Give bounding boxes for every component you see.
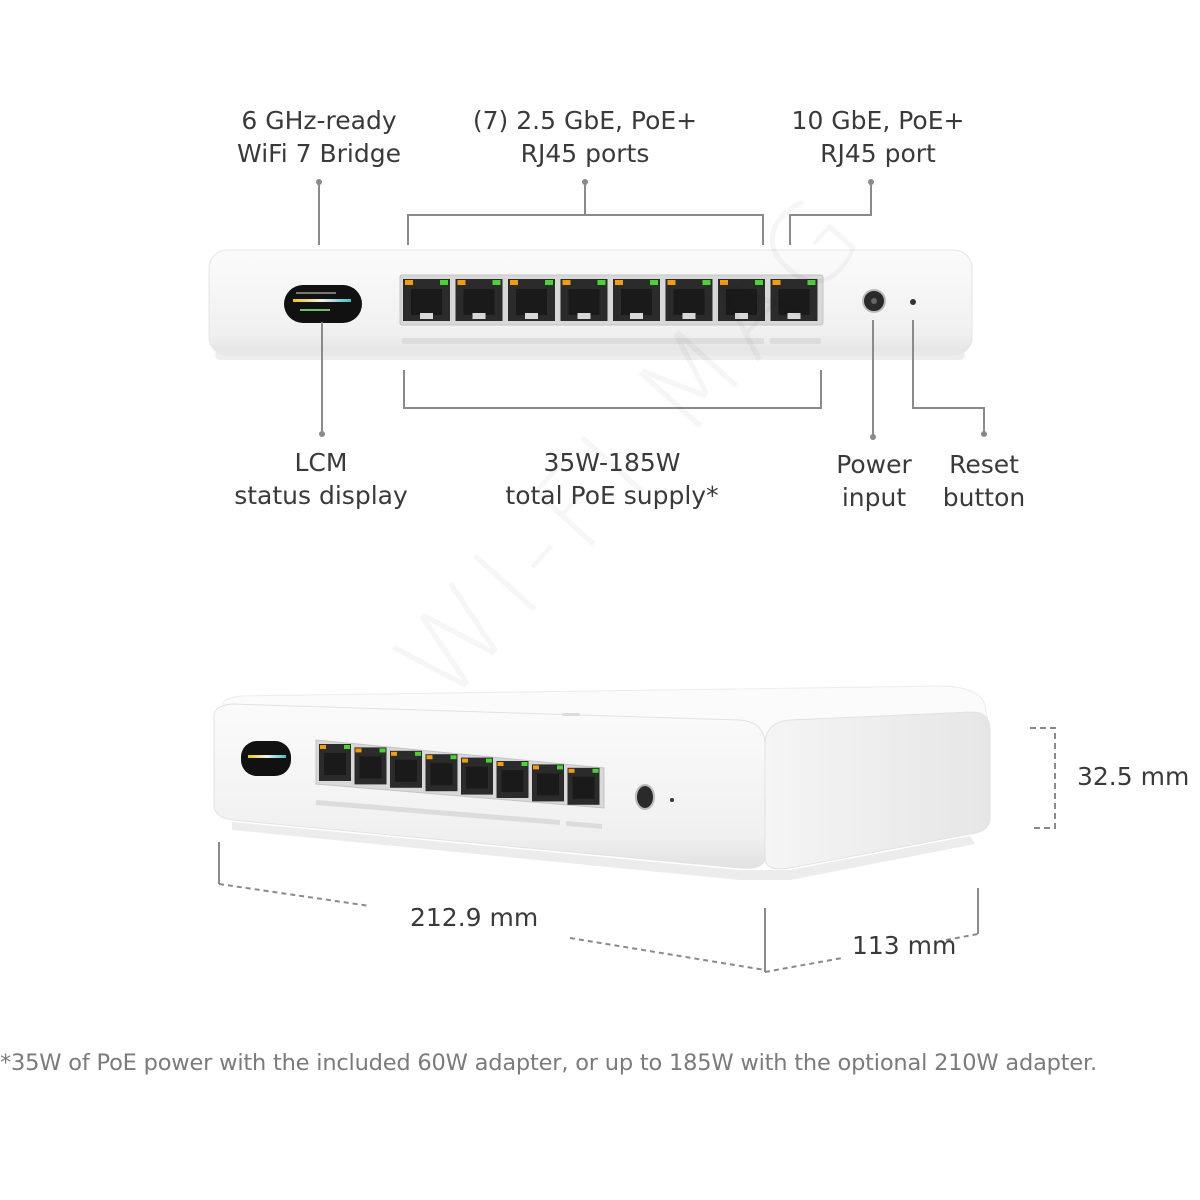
rj45-port	[665, 279, 713, 321]
rj45-port-perspective	[461, 757, 493, 795]
switch-front-view	[208, 249, 973, 360]
rj45-port-perspective	[425, 754, 458, 792]
rj45-port	[560, 279, 608, 321]
reset-pinhole	[910, 299, 916, 305]
lcm-display-perspective	[241, 741, 291, 776]
power-jack-perspective	[635, 784, 655, 810]
power-jack	[862, 289, 886, 313]
dimension-width: 212.9 mm	[410, 903, 539, 932]
rj45-port-perspective	[390, 750, 422, 788]
rj45-port-perspective	[532, 764, 564, 802]
label-2-5gbe-ports: (7) 2.5 GbE, PoE+RJ45 ports	[472, 106, 698, 168]
dimension-height: 32.5 mm	[1077, 762, 1190, 791]
rj45-port-perspective	[354, 747, 387, 785]
dimension-lines	[218, 727, 1056, 973]
dimension-depth: 113 mm	[852, 931, 957, 960]
label-10gbe-port: 10 GbE, PoE+RJ45 port	[791, 106, 965, 168]
callout-lines	[318, 182, 985, 437]
rj45-port-perspective	[496, 761, 529, 798]
rj45-port	[718, 279, 765, 321]
rj45-port	[455, 279, 503, 321]
footnote: *35W of PoE power with the included 60W …	[0, 1050, 1097, 1076]
rj45-port	[613, 279, 660, 321]
rj45-port	[403, 279, 450, 321]
rj45-port	[508, 279, 555, 321]
switch-perspective-view	[213, 685, 991, 880]
callout-dots	[316, 179, 987, 440]
rj45-port-perspective	[319, 744, 351, 781]
rj45-port-perspective	[567, 767, 600, 805]
rj45-port	[770, 279, 818, 321]
lcm-display	[284, 285, 362, 323]
